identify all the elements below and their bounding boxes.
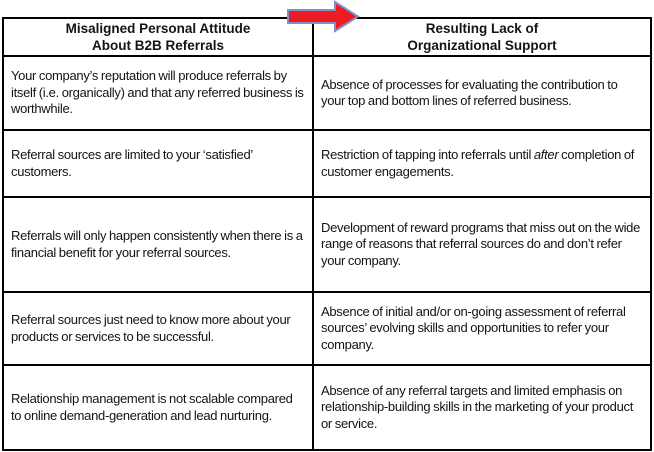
support-text-italic-segment: after — [533, 147, 559, 162]
header-resulting-lack: Resulting Lack of Organizational Support — [312, 17, 652, 57]
support-cell: Absence of initial and/or on-going asses… — [312, 291, 652, 366]
support-text-segment: completion of customer engagements. — [321, 147, 635, 179]
attitude-cell: Your company’s reputation will produce r… — [2, 55, 314, 131]
attitude-cell: Referral sources are limited to your ‘sa… — [2, 129, 314, 198]
table-row: Your company’s reputation will produce r… — [2, 55, 652, 131]
attitude-cell: Referral sources just need to know more … — [2, 291, 314, 366]
support-cell: Restriction of tapping into referrals un… — [312, 129, 652, 198]
support-cell: Absence of processes for evaluating the … — [312, 55, 652, 131]
support-cell: Development of reward programs that miss… — [312, 196, 652, 293]
red-arrow-icon — [287, 0, 360, 33]
table-row: Relationship management is not scalable … — [2, 364, 652, 451]
header-line: Resulting Lack of — [425, 21, 539, 36]
header-line: Misaligned Personal Attitude — [65, 21, 251, 36]
header-row: Misaligned Personal Attitude About B2B R… — [2, 17, 652, 57]
attitude-cell: Relationship management is not scalable … — [2, 364, 314, 451]
support-cell: Absence of any referral targets and limi… — [312, 364, 652, 451]
table-row: Referral sources just need to know more … — [2, 291, 652, 366]
red-arrow-shape — [287, 0, 360, 33]
table-row: Referral sources are limited to your ‘sa… — [2, 129, 652, 198]
header-line: Organizational Support — [407, 38, 557, 53]
comparison-table: Misaligned Personal Attitude About B2B R… — [2, 17, 652, 451]
header-misaligned-attitude: Misaligned Personal Attitude About B2B R… — [2, 17, 314, 57]
header-line: About B2B Referrals — [91, 38, 225, 53]
support-text-segment: Restriction of tapping into referrals un… — [321, 147, 534, 162]
attitude-cell: Referrals will only happen consistently … — [2, 196, 314, 293]
table-row: Referrals will only happen consistently … — [2, 196, 652, 293]
